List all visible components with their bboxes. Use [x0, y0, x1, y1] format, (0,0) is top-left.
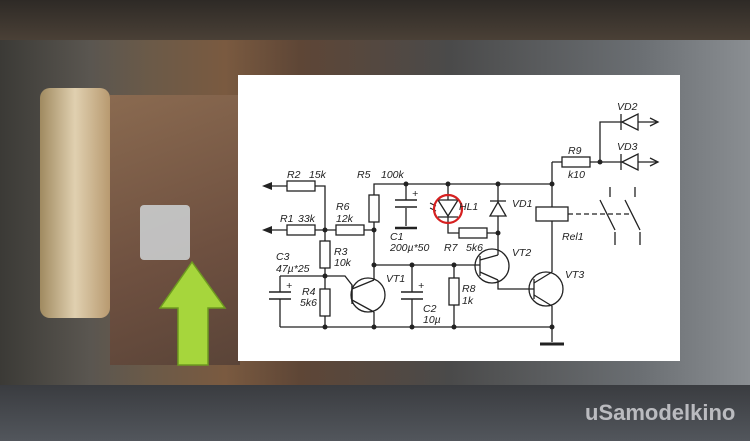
- component-label: 12k: [336, 213, 354, 225]
- transistor-vt2: [474, 248, 510, 284]
- component-label: R5: [357, 169, 371, 181]
- component-label: VD2: [617, 101, 638, 113]
- component-label: +: [412, 188, 418, 200]
- component-label: 100k: [381, 169, 405, 181]
- component-label: R7: [444, 242, 459, 254]
- watermark: uSamodelkino: [585, 400, 736, 425]
- diode-vd3: [620, 152, 639, 172]
- component-label: VT2: [512, 247, 531, 259]
- cabinet-bottom: [0, 385, 750, 441]
- component-label: 15k: [309, 169, 327, 181]
- component-label: +: [418, 280, 424, 292]
- resistor-r9: [561, 156, 591, 168]
- component-label: 10µ: [423, 314, 441, 326]
- component-label: R9: [568, 145, 582, 157]
- paper-roll: [40, 88, 110, 318]
- component-label: 5k6: [300, 297, 317, 309]
- component-label: Rel1: [562, 231, 584, 243]
- resistor-r8: [448, 277, 460, 306]
- component-label: VT1: [386, 273, 405, 285]
- component-label: 47µ*25: [276, 263, 310, 275]
- green-arrow-icon: [158, 260, 227, 366]
- component-label: R2: [287, 169, 301, 181]
- component-label: VT3: [565, 269, 584, 281]
- component-label: VD3: [617, 141, 638, 153]
- cabinet-edge: [0, 0, 750, 40]
- junction-dots: [322, 159, 603, 330]
- component-label: k10: [568, 169, 585, 181]
- component-label: 5k6: [466, 242, 483, 254]
- resistor-r1: [286, 224, 316, 236]
- component-label: R1: [280, 213, 293, 225]
- resistor-r6: [335, 224, 365, 236]
- highlight-circle: [432, 193, 464, 225]
- component-label: R6: [336, 201, 350, 213]
- led-hl1: [429, 193, 464, 225]
- component-label: 10k: [334, 257, 352, 269]
- resistor-r5: [368, 194, 380, 223]
- component-label: HL1: [459, 201, 478, 213]
- diode-vd2: [620, 112, 639, 132]
- resistor-r2: [286, 180, 316, 192]
- resistor-r7: [458, 227, 488, 239]
- transistor-vt1: [350, 277, 386, 313]
- component-label: +: [286, 280, 292, 292]
- component-label: C3: [276, 251, 290, 263]
- transistor-vt3: [528, 271, 564, 307]
- component-label: R8: [462, 283, 476, 295]
- component-label: 33k: [298, 213, 316, 225]
- component-label: C1: [390, 231, 403, 243]
- component-label: C2: [423, 303, 437, 315]
- schematic-diagram: + + + R2 15k R1: [238, 75, 680, 361]
- component-label: R3: [334, 246, 348, 258]
- relay-component: [140, 205, 190, 260]
- resistor-r3: [319, 240, 331, 269]
- component-label: VD1: [512, 198, 532, 210]
- component-label: R4: [302, 286, 316, 298]
- resistor-r4: [319, 288, 331, 317]
- relay-coil-rel1: [535, 206, 569, 222]
- component-label: 200µ*50: [389, 242, 429, 254]
- capacitors: [269, 199, 423, 300]
- diode-vd1: [488, 200, 508, 217]
- component-label: 1k: [462, 295, 474, 307]
